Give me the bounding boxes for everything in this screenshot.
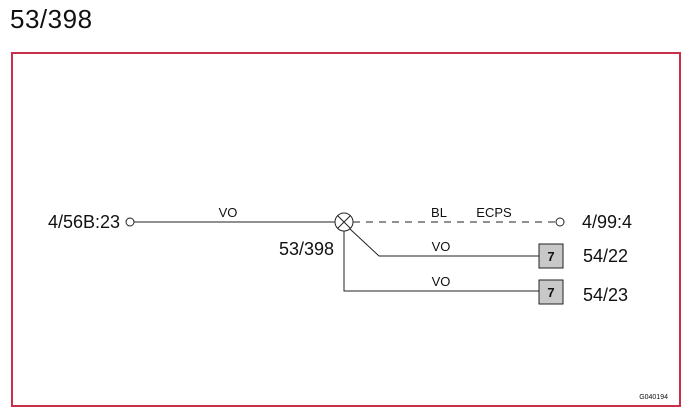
diagram-frame (11, 52, 681, 407)
connector-1-icon (538, 243, 564, 269)
wire-dashed-option-label: ECPS (476, 205, 512, 220)
left-terminal-label: 4/56B:23 (48, 212, 120, 232)
figure-id: G040194 (639, 394, 668, 401)
connector-1-pin: 7 (547, 249, 554, 264)
branch-2-target: 54/23 (583, 285, 628, 305)
page-title: 53/398 (10, 4, 93, 34)
wire-main-label: VO (219, 205, 238, 220)
splice-label: 53/398 (279, 239, 334, 259)
wire-dashed-color-label: BL (431, 205, 447, 220)
wire-branch-1-label: VO (432, 239, 451, 254)
right-terminal-icon (555, 217, 565, 227)
connector-2-icon (538, 279, 564, 305)
wire-branch-2 (343, 231, 539, 292)
connector-2-pin: 7 (547, 285, 554, 300)
left-terminal-icon (125, 217, 135, 227)
right-terminal-label: 4/99:4 (582, 212, 632, 232)
branch-1-target: 54/22 (583, 246, 628, 266)
splice-icon (334, 212, 354, 232)
wire-branch-1 (349, 228, 539, 257)
wire-branch-2-label: VO (432, 274, 451, 289)
